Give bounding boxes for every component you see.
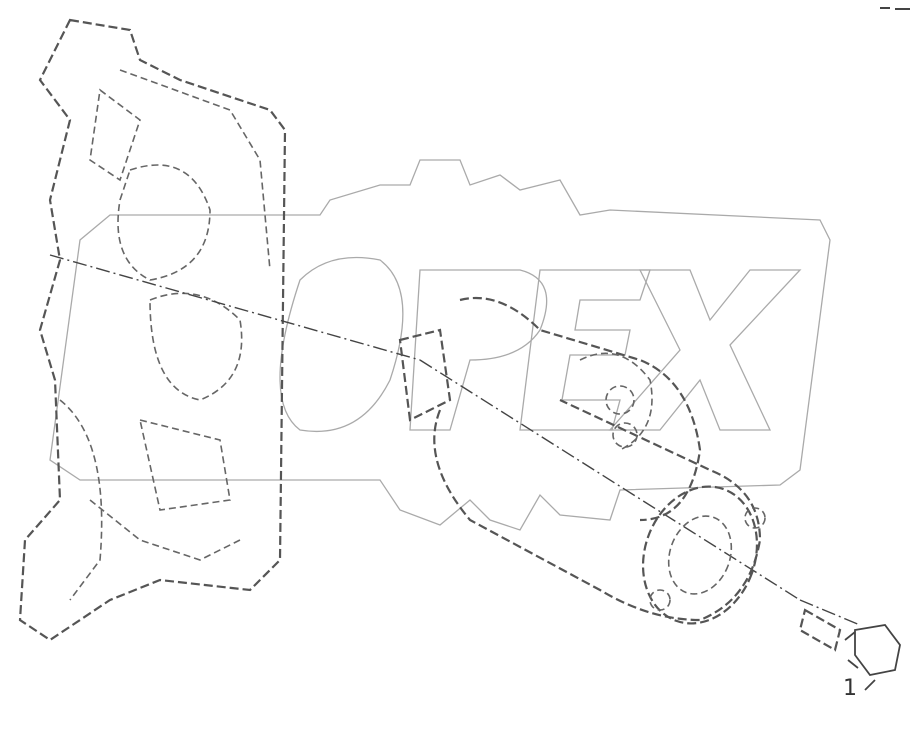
- starter-motor: [398, 296, 766, 625]
- callout-leader: [864, 679, 876, 691]
- center-axis-line: [49, 254, 861, 626]
- corner-mark: [880, 7, 910, 10]
- engine-housing: [18, 18, 287, 642]
- watermark-logo: [49, 159, 831, 531]
- bolt: [798, 608, 901, 676]
- callout-label-1: 1: [843, 676, 857, 701]
